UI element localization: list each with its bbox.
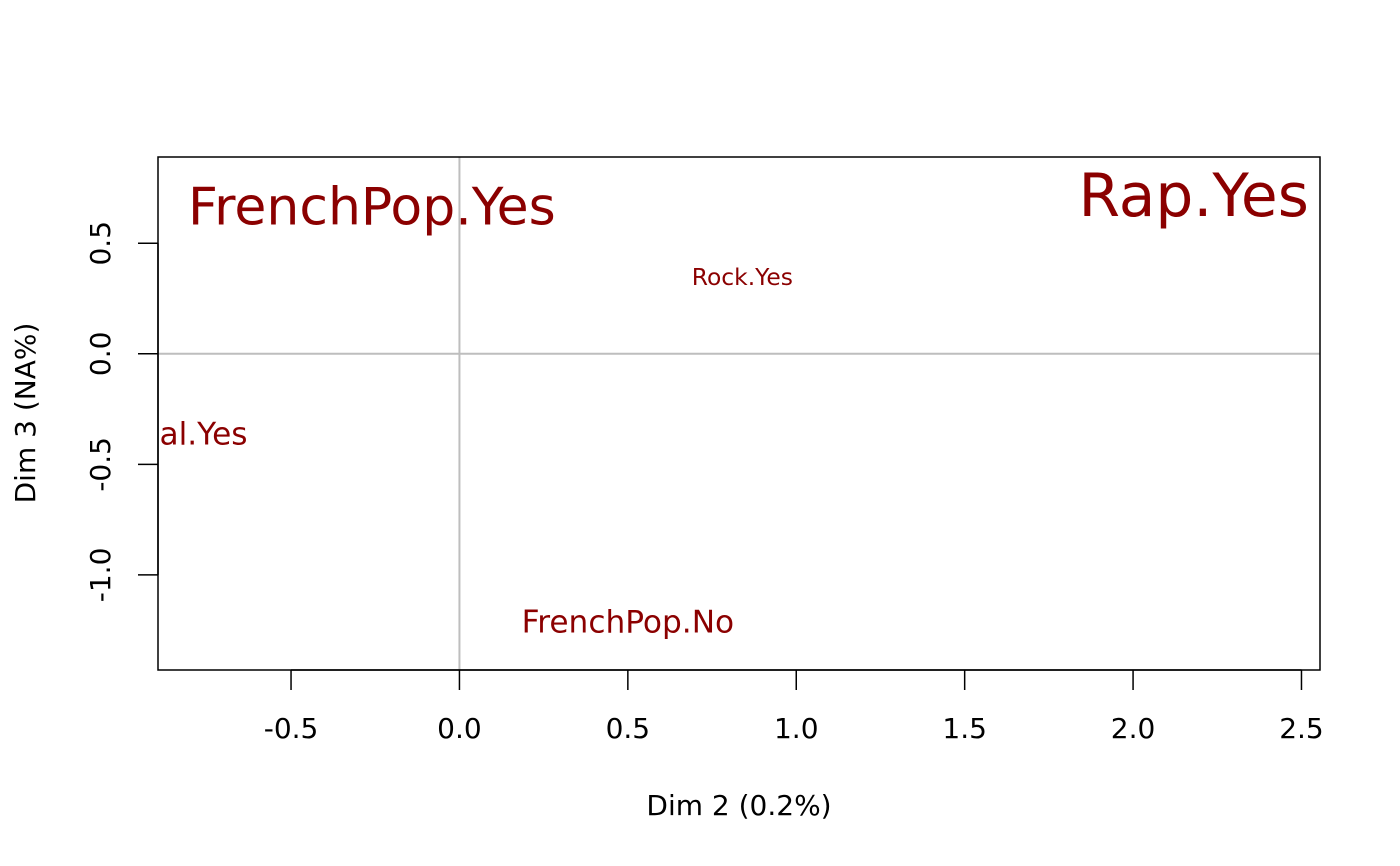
x-tick-label: 1.5 (942, 712, 987, 745)
x-axis-label: Dim 2 (0.2%) (646, 789, 831, 822)
y-tick-label: 0.5 (84, 221, 117, 266)
x-axis: -0.5 0.0 0.5 1.0 1.5 2.0 2.5 (264, 669, 1324, 745)
reference-lines (158, 157, 1320, 670)
point-label: Classical.Yes (52, 417, 248, 453)
point-labels: FrenchPop.Yes Rap.YesRock.YesClassical.Ye… (52, 161, 1309, 641)
x-tick-label: 2.0 (1111, 712, 1156, 745)
y-tick-label: -0.5 (84, 437, 117, 492)
y-tick-label: -1.0 (84, 548, 117, 603)
x-tick-label: 2.5 (1279, 712, 1324, 745)
x-tick-label: 0.5 (606, 712, 651, 745)
x-tick-label: -0.5 (264, 712, 319, 745)
x-tick-label: 1.0 (774, 712, 819, 745)
y-tick-label: 0.0 (84, 332, 117, 377)
point-label: Rap.Yes (1079, 161, 1309, 231)
point-label: FrenchPop.Yes (188, 177, 556, 237)
x-tick-label: 0.0 (437, 712, 482, 745)
y-axis-label: Dim 3 (NA%) (9, 323, 42, 504)
point-label: FrenchPop.No (522, 605, 735, 641)
point-label: Rock.Yes (692, 263, 793, 291)
y-axis: -1.0 -0.5 0.0 0.5 (84, 221, 159, 603)
